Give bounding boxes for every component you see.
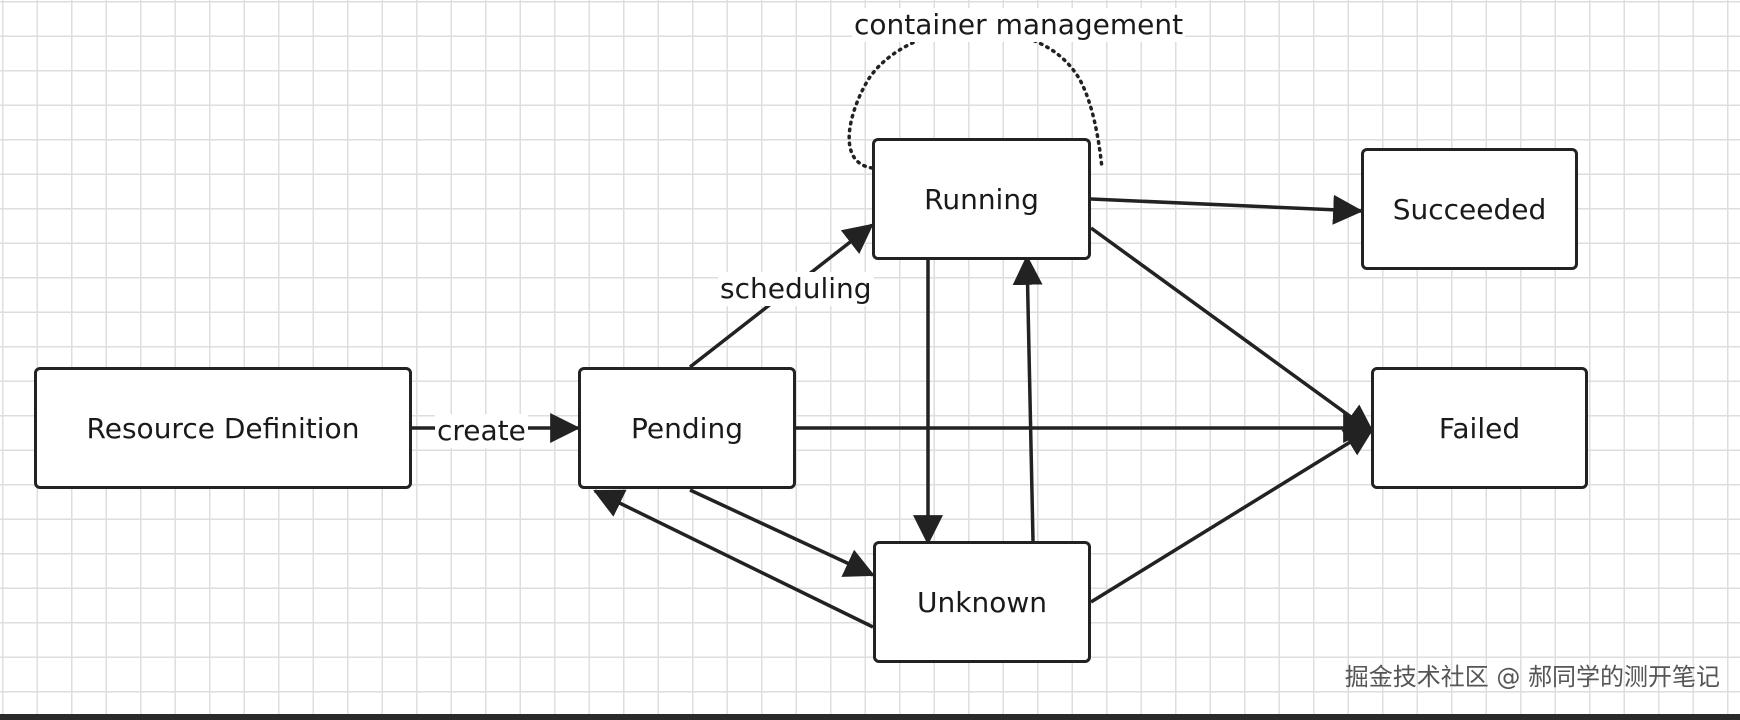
node-unknown-label: Unknown bbox=[917, 585, 1047, 619]
watermark: 掘金技术社区 @ 郝同学的测开笔记 bbox=[1344, 663, 1720, 691]
edge-running-to-succeeded bbox=[1090, 194, 1364, 225]
node-pending-label: Pending bbox=[631, 411, 743, 445]
edge-unknown-to-running bbox=[1012, 254, 1043, 542]
edge-pending-to-unknown bbox=[689, 488, 875, 577]
node-failed[interactable]: Failed bbox=[1371, 367, 1588, 489]
bottom-bar bbox=[0, 714, 1740, 720]
node-failed-label: Failed bbox=[1438, 411, 1521, 445]
node-running[interactable]: Running bbox=[872, 138, 1091, 260]
edge-label-create: create bbox=[435, 414, 528, 448]
edge-unknown-to-pending bbox=[593, 489, 874, 629]
node-succeeded[interactable]: Succeeded bbox=[1361, 148, 1578, 270]
edge-running-to-failed bbox=[1089, 226, 1375, 435]
edge-label-scheduling: scheduling bbox=[718, 272, 874, 306]
node-unknown[interactable]: Unknown bbox=[873, 541, 1091, 663]
node-resource-definition-label: Resource Definition bbox=[86, 411, 360, 445]
edge-label-container-management: container management bbox=[852, 8, 1186, 42]
node-succeeded-label: Succeeded bbox=[1392, 192, 1547, 226]
edge-unknown-to-failed bbox=[1090, 426, 1375, 604]
node-running-label: Running bbox=[924, 182, 1039, 216]
node-resource-definition[interactable]: Resource Definition bbox=[34, 367, 412, 489]
node-pending[interactable]: Pending bbox=[578, 367, 796, 489]
